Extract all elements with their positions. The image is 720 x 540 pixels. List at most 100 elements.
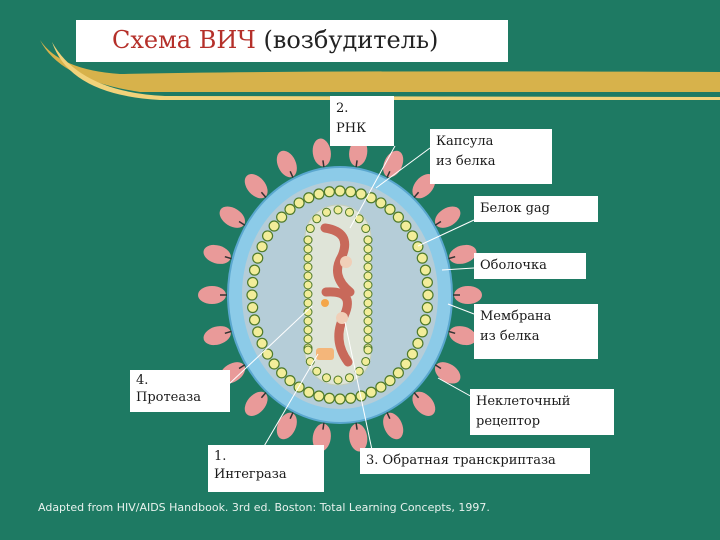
protease-particle	[316, 348, 334, 360]
matrix-bead	[421, 301, 433, 314]
matrix-bead	[422, 289, 434, 301]
capsid-bead	[305, 224, 315, 234]
label-gag-text: Белок gag	[480, 201, 550, 216]
capsid-bead	[363, 316, 373, 326]
capsid-bead	[303, 289, 313, 299]
label-receptor-text: Неклеточный рецептор	[476, 394, 571, 429]
capsid-bead	[303, 262, 313, 272]
matrix-bead	[345, 186, 357, 198]
label-receptor: Неклеточный рецептор	[470, 389, 614, 435]
spike	[276, 412, 297, 440]
capsid-bead	[303, 345, 313, 355]
matrix-bead	[334, 185, 346, 197]
matrix-bead	[412, 241, 424, 253]
matrix-bead	[252, 252, 264, 264]
spike	[454, 286, 482, 304]
label-envelope-text: Оболочка	[480, 258, 547, 273]
matrix-bead	[375, 381, 387, 393]
source-credit: Adapted from HIV/AIDS Handbook. 3rd ed. …	[38, 501, 490, 514]
matrix-bead	[345, 392, 357, 404]
capsid-bead	[333, 205, 343, 215]
matrix-bead	[276, 211, 288, 223]
matrix-bead	[365, 192, 377, 204]
label-membrane: Мембрана из белка	[474, 304, 598, 359]
capsid-bead	[303, 253, 313, 263]
matrix-bead	[246, 289, 258, 301]
matrix-bead	[334, 393, 346, 405]
label-protease: 4. Протеаза	[130, 370, 230, 412]
capsid-bead	[363, 262, 373, 272]
capsid-bead	[303, 244, 313, 254]
matrix-bead	[284, 203, 296, 216]
spike	[383, 150, 404, 178]
capsid-bead	[363, 235, 373, 245]
matrix-bead	[384, 374, 396, 387]
matrix-bead	[268, 358, 280, 370]
matrix-bead	[313, 188, 325, 200]
matrix-bead	[256, 337, 268, 349]
capsid-bead	[361, 224, 371, 234]
matrix-bead	[256, 241, 268, 253]
label-integrase-text: 1. Интеграза	[214, 449, 287, 483]
label-gag: Белок gag	[474, 196, 598, 222]
matrix-bead	[384, 203, 396, 216]
capsid-bead	[303, 316, 313, 326]
capsid-bead	[322, 207, 332, 217]
inner-capsid-beads	[303, 205, 373, 385]
matrix-bead	[400, 220, 412, 232]
leader-lines	[227, 145, 475, 451]
gold-stripe	[40, 40, 720, 92]
page-title: Схема ВИЧ (возбудитель)	[76, 20, 508, 62]
capsid-bead	[363, 253, 373, 263]
matrix-bead	[400, 358, 412, 370]
matrix-bead	[419, 314, 432, 326]
matrix-bead	[406, 348, 419, 360]
capsid-bead	[303, 271, 313, 281]
spike	[312, 423, 331, 452]
spike	[383, 412, 404, 440]
capsid-bead	[333, 375, 343, 385]
label-membrane-text: Мембрана из белка	[480, 309, 552, 344]
capsid-bead	[322, 373, 332, 383]
spike	[349, 423, 368, 452]
label-rna: 2. РНК	[330, 96, 394, 146]
spike	[276, 150, 297, 178]
rna-strand-1	[320, 223, 355, 297]
matrix-bead	[375, 197, 387, 209]
capsid-bead	[363, 289, 373, 299]
matrix-bead	[247, 301, 259, 314]
matrix-bead	[276, 367, 288, 379]
rna-dot-2	[336, 312, 348, 324]
matrix-bead	[416, 326, 428, 338]
matrix-bead	[412, 337, 424, 349]
matrix-bead	[406, 230, 419, 242]
spike	[198, 286, 226, 304]
matrix-bead	[303, 192, 315, 204]
matrix-bead	[293, 197, 305, 209]
title-main: Схема ВИЧ	[112, 26, 256, 54]
matrix-bead	[268, 220, 280, 232]
matrix-bead	[392, 367, 404, 379]
capsid-bead	[303, 298, 313, 308]
matrix-bead	[392, 211, 404, 223]
matrix-bead	[261, 348, 274, 360]
capsid-bead	[363, 244, 373, 254]
capsid-bead	[361, 356, 371, 366]
matrix-bead	[247, 276, 259, 289]
matrix-bead	[416, 252, 428, 264]
matrix-bead	[313, 390, 325, 402]
capsid-bead	[312, 366, 322, 376]
capsid-bead	[363, 280, 373, 290]
capsid-beads	[246, 185, 434, 405]
capsid-bead	[363, 345, 373, 355]
label-rna-text: 2. РНК	[336, 101, 367, 136]
spike	[203, 244, 231, 264]
label-capsule-text: Капсула из белка	[436, 134, 496, 169]
spike	[434, 206, 461, 228]
capsid-bead	[344, 373, 354, 383]
spike	[434, 362, 461, 384]
capsid-bead	[344, 207, 354, 217]
capsid-bead	[363, 298, 373, 308]
capsid-bead	[303, 235, 313, 245]
